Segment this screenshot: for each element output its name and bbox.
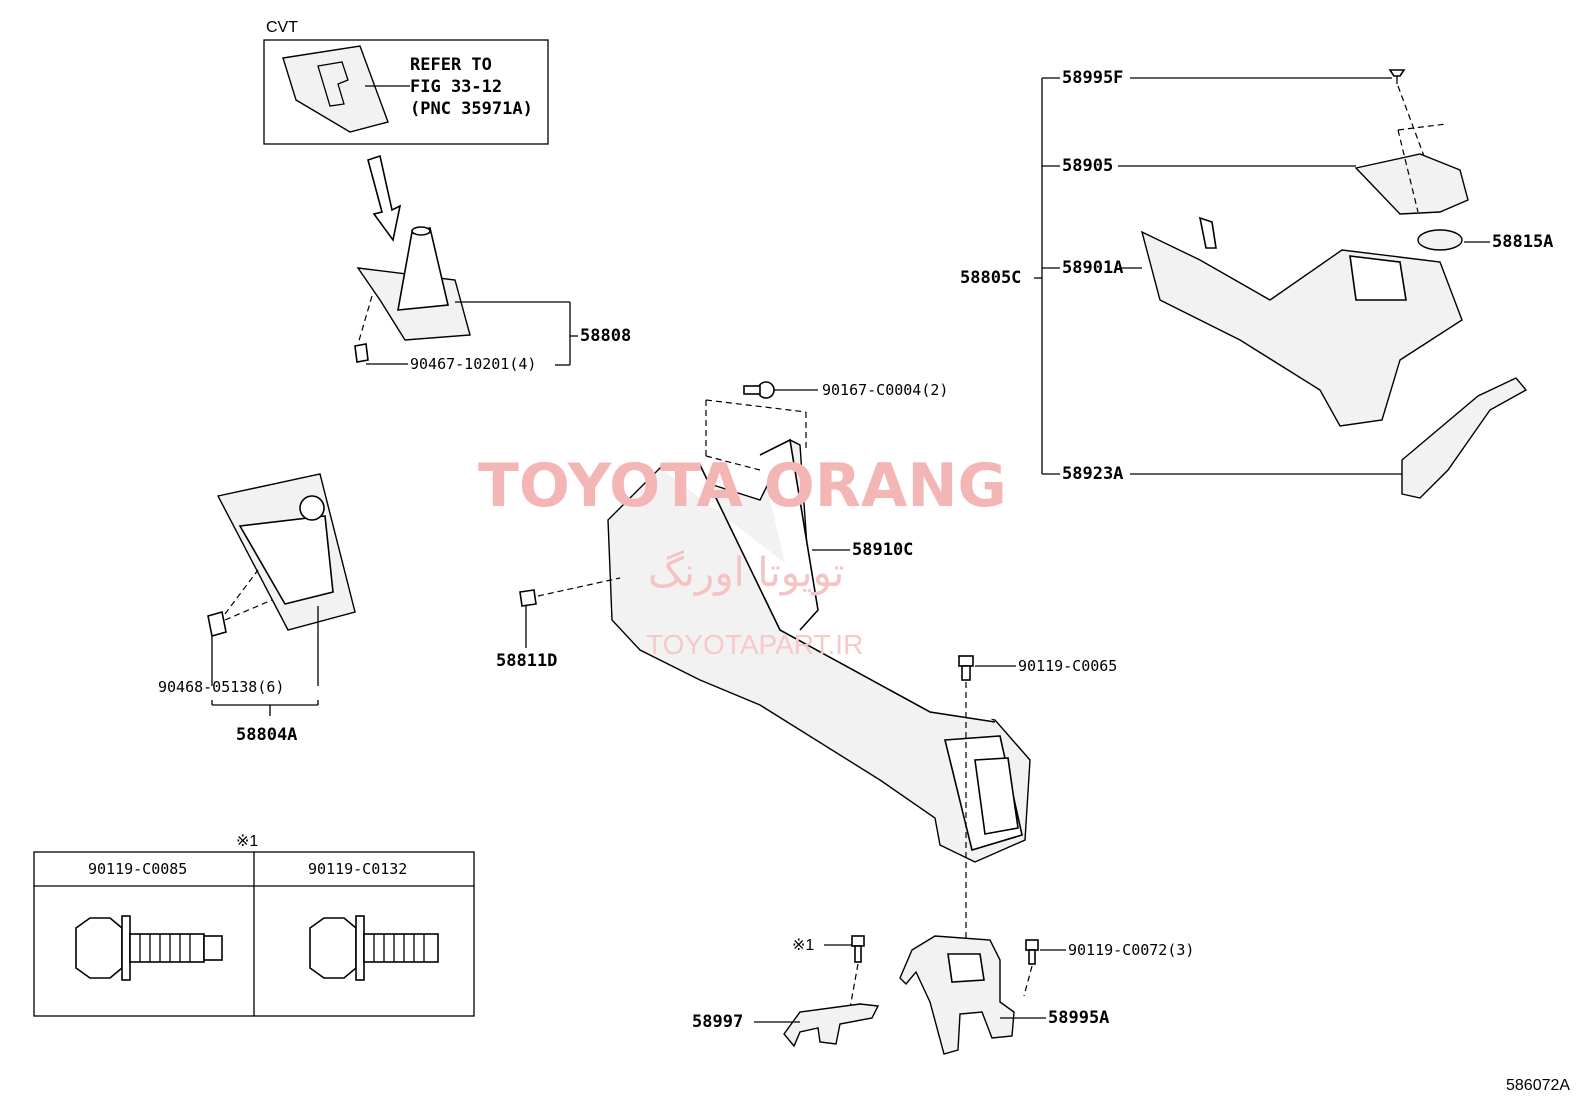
- console-body-58910c-drawing: [607, 438, 1031, 863]
- bracket-58997-drawing: [783, 1003, 880, 1048]
- part-90119-c0072: 90119-C0072(3): [1068, 941, 1194, 959]
- refer-line-3: (PNC 35971A): [410, 99, 533, 119]
- part-58995f: 58995F: [1062, 68, 1123, 88]
- clip-58811d-icon: [519, 589, 537, 607]
- bolt-c0085-icon: [75, 915, 223, 981]
- refer-line-1: REFER TO: [410, 55, 492, 75]
- down-arrow-icon: [367, 154, 402, 242]
- part-58995a: 58995A: [1048, 1008, 1109, 1028]
- watermark-url: TOYOTAPART.IR: [646, 629, 863, 660]
- part-58910c: 58910C: [852, 540, 913, 560]
- part-58997: 58997: [692, 1012, 743, 1032]
- lid-58905-drawing: [1354, 153, 1469, 215]
- bolt-table-mark: ※1: [236, 833, 258, 850]
- refer-line-2: FIG 33-12: [410, 77, 502, 97]
- bolt-table: [33, 851, 475, 1017]
- part-58901a: 58901A: [1062, 258, 1123, 278]
- bracket-58995a-drawing: [899, 935, 1015, 1055]
- shift-boot-drawing: [354, 226, 471, 363]
- figure-code: 586072A: [1506, 1077, 1570, 1094]
- cvt-shift-panel-drawing: [282, 45, 410, 133]
- part-90167-c0004: 90167-C0004(2): [822, 381, 948, 399]
- part-90467-10201: 90467-10201(4): [410, 355, 536, 373]
- part-58811d: 58811D: [496, 651, 557, 671]
- cvt-label: CVT: [266, 19, 298, 36]
- part-58815a: 58815A: [1492, 232, 1553, 252]
- bolt-90119-c0072-icon: [1025, 939, 1039, 965]
- cvt-reference-box: [263, 39, 549, 145]
- clip-58995f-icon: [1388, 69, 1406, 84]
- bolt-c0132-icon: [309, 915, 439, 981]
- clip-90167-icon: [743, 381, 775, 399]
- part-90468-05138: 90468-05138(6): [158, 678, 284, 696]
- watermark-main: TOYOTA ORANG: [478, 451, 1007, 521]
- watermark-persian: تویوتا اورنگ: [648, 550, 844, 596]
- bolt-table-header-2: 90119-C0132: [308, 860, 407, 878]
- bolt-90119-c0065-icon: [958, 655, 974, 681]
- part-58905: 58905: [1062, 156, 1113, 176]
- part-58804a: 58804A: [236, 725, 297, 745]
- bolt-table-header-1: 90119-C0085: [88, 860, 187, 878]
- bolt-ref1-icon: [851, 935, 865, 963]
- part-58805c: 58805C: [960, 268, 1021, 288]
- console-rear-58901a-drawing: [1140, 216, 1463, 427]
- cap-58815a-icon: [1417, 229, 1463, 251]
- console-panel-58804a-drawing: [207, 473, 356, 638]
- ref-mark-bolt: ※1: [792, 937, 814, 954]
- part-58923a: 58923A: [1062, 464, 1123, 484]
- part-90119-c0065: 90119-C0065: [1018, 657, 1117, 675]
- part-58808: 58808: [580, 326, 631, 346]
- trim-58923a-drawing: [1401, 377, 1528, 499]
